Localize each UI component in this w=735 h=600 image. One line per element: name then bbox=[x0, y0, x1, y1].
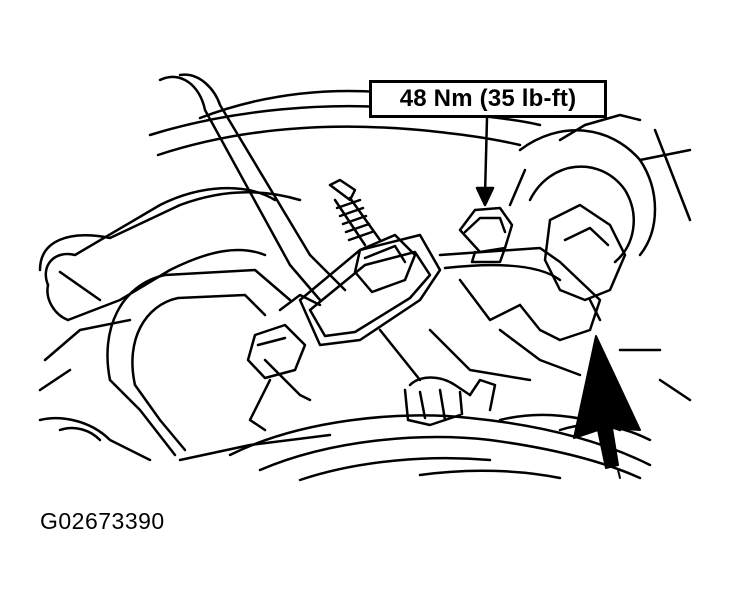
engine-block-outline bbox=[38, 89, 692, 462]
figure-id: G02673390 bbox=[40, 508, 165, 534]
torque-callout: 48 Nm (35 lb-ft) bbox=[369, 80, 607, 118]
component-housing bbox=[378, 113, 657, 382]
ribbed-casting bbox=[228, 376, 652, 482]
arrow-icon bbox=[573, 335, 641, 479]
upper-tube bbox=[158, 73, 347, 302]
coolant-hose bbox=[44, 186, 277, 322]
bracket-assembly bbox=[246, 178, 442, 432]
callout-leader bbox=[475, 116, 495, 207]
lower-tube bbox=[106, 268, 292, 457]
